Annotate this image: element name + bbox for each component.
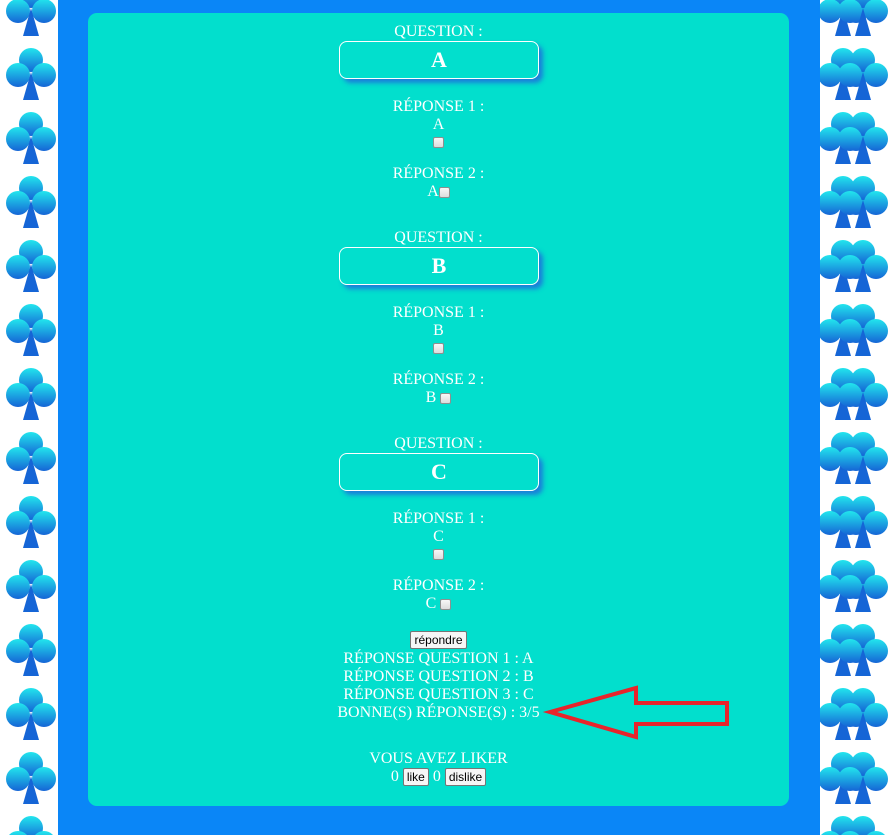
question-box: A: [339, 41, 539, 79]
club-suit-icon: [838, 560, 888, 612]
club-suit-icon: [6, 432, 56, 484]
club-suit-icon: [838, 688, 888, 740]
background-pattern-right: [818, 0, 895, 835]
answer-text: B: [433, 322, 444, 339]
club-suit-icon: [6, 560, 56, 612]
score-text: BONNE(S) RÉPONSE(S) : 3/5: [337, 704, 540, 721]
answer-text: A: [432, 116, 445, 133]
club-suit-icon: [6, 48, 56, 100]
answer-checkbox[interactable]: [433, 548, 444, 560]
submit-button[interactable]: répondre: [410, 631, 467, 650]
like-title: VOUS AVEZ LIKER: [369, 750, 508, 767]
club-suit-icon: [838, 432, 888, 484]
answer-checkbox-row: [88, 339, 789, 357]
background-pattern-left: [0, 0, 60, 835]
answer-row: B: [88, 389, 789, 407]
like-count: 0: [390, 768, 399, 785]
answer-row: C: [88, 595, 789, 613]
question-box: C: [339, 453, 539, 491]
answer-checkbox[interactable]: [433, 136, 444, 148]
club-suit-icon: [6, 112, 56, 164]
club-suit-icon: [838, 496, 888, 548]
answer-text: C: [433, 528, 444, 545]
club-suit-icon: [838, 240, 888, 292]
submit-row: répondre: [88, 631, 789, 650]
club-suit-icon: [838, 368, 888, 420]
question-box: B: [339, 247, 539, 285]
club-suit-icon: [838, 176, 888, 228]
answer-label: RÉPONSE 1 :: [392, 510, 485, 527]
club-suit-icon: [9, 816, 53, 835]
question-label: QUESTION :: [394, 23, 483, 40]
answer-text: A: [427, 183, 439, 200]
answer-checkbox[interactable]: [433, 342, 444, 354]
like-row: 0 like 0 dislike: [88, 768, 789, 787]
club-suit-icon: [6, 0, 56, 36]
answer-label: RÉPONSE 2 :: [392, 165, 485, 182]
club-suit-icon: [838, 0, 888, 36]
question-label: QUESTION :: [394, 229, 483, 246]
answer-checkbox[interactable]: [440, 392, 452, 404]
dislike-count: 0: [432, 768, 441, 785]
result-line: RÉPONSE QUESTION 1 : A: [343, 650, 534, 667]
answer-checkbox-row: [88, 133, 789, 151]
answer-checkbox-row: [88, 545, 789, 563]
club-suit-icon: [6, 496, 56, 548]
club-suit-icon: [6, 368, 56, 420]
answer-label: RÉPONSE 1 :: [392, 304, 485, 321]
club-suit-icon: [838, 752, 888, 804]
club-suit-icon: [6, 240, 56, 292]
answer-label: RÉPONSE 2 :: [392, 371, 485, 388]
answer-text: B: [425, 389, 437, 406]
club-suit-icon: [838, 112, 888, 164]
answer-checkbox[interactable]: [440, 598, 452, 610]
answer-checkbox[interactable]: [438, 186, 450, 198]
quiz-panel: QUESTION : A RÉPONSE 1 : A RÉPONSE 2 : A…: [88, 13, 789, 806]
answer-text: C: [425, 595, 437, 612]
question-label: QUESTION :: [394, 435, 483, 452]
like-button[interactable]: like: [402, 768, 429, 787]
club-suit-icon: [6, 752, 56, 804]
dislike-button[interactable]: dislike: [444, 768, 487, 787]
club-suit-icon: [838, 48, 888, 100]
answer-label: RÉPONSE 1 :: [392, 98, 485, 115]
club-suit-icon: [838, 304, 888, 356]
result-line: RÉPONSE QUESTION 2 : B: [343, 668, 534, 685]
result-line: RÉPONSE QUESTION 3 : C: [343, 686, 534, 703]
club-suit-icon: [6, 624, 56, 676]
answer-row: A: [88, 183, 789, 201]
club-suit-icon: [6, 176, 56, 228]
club-suit-icon: [6, 304, 56, 356]
club-suit-icon: [6, 688, 56, 740]
club-suit-icon: [841, 816, 885, 835]
annotation-arrow-icon: [542, 685, 729, 740]
club-suit-icon: [838, 624, 888, 676]
answer-label: RÉPONSE 2 :: [392, 577, 485, 594]
